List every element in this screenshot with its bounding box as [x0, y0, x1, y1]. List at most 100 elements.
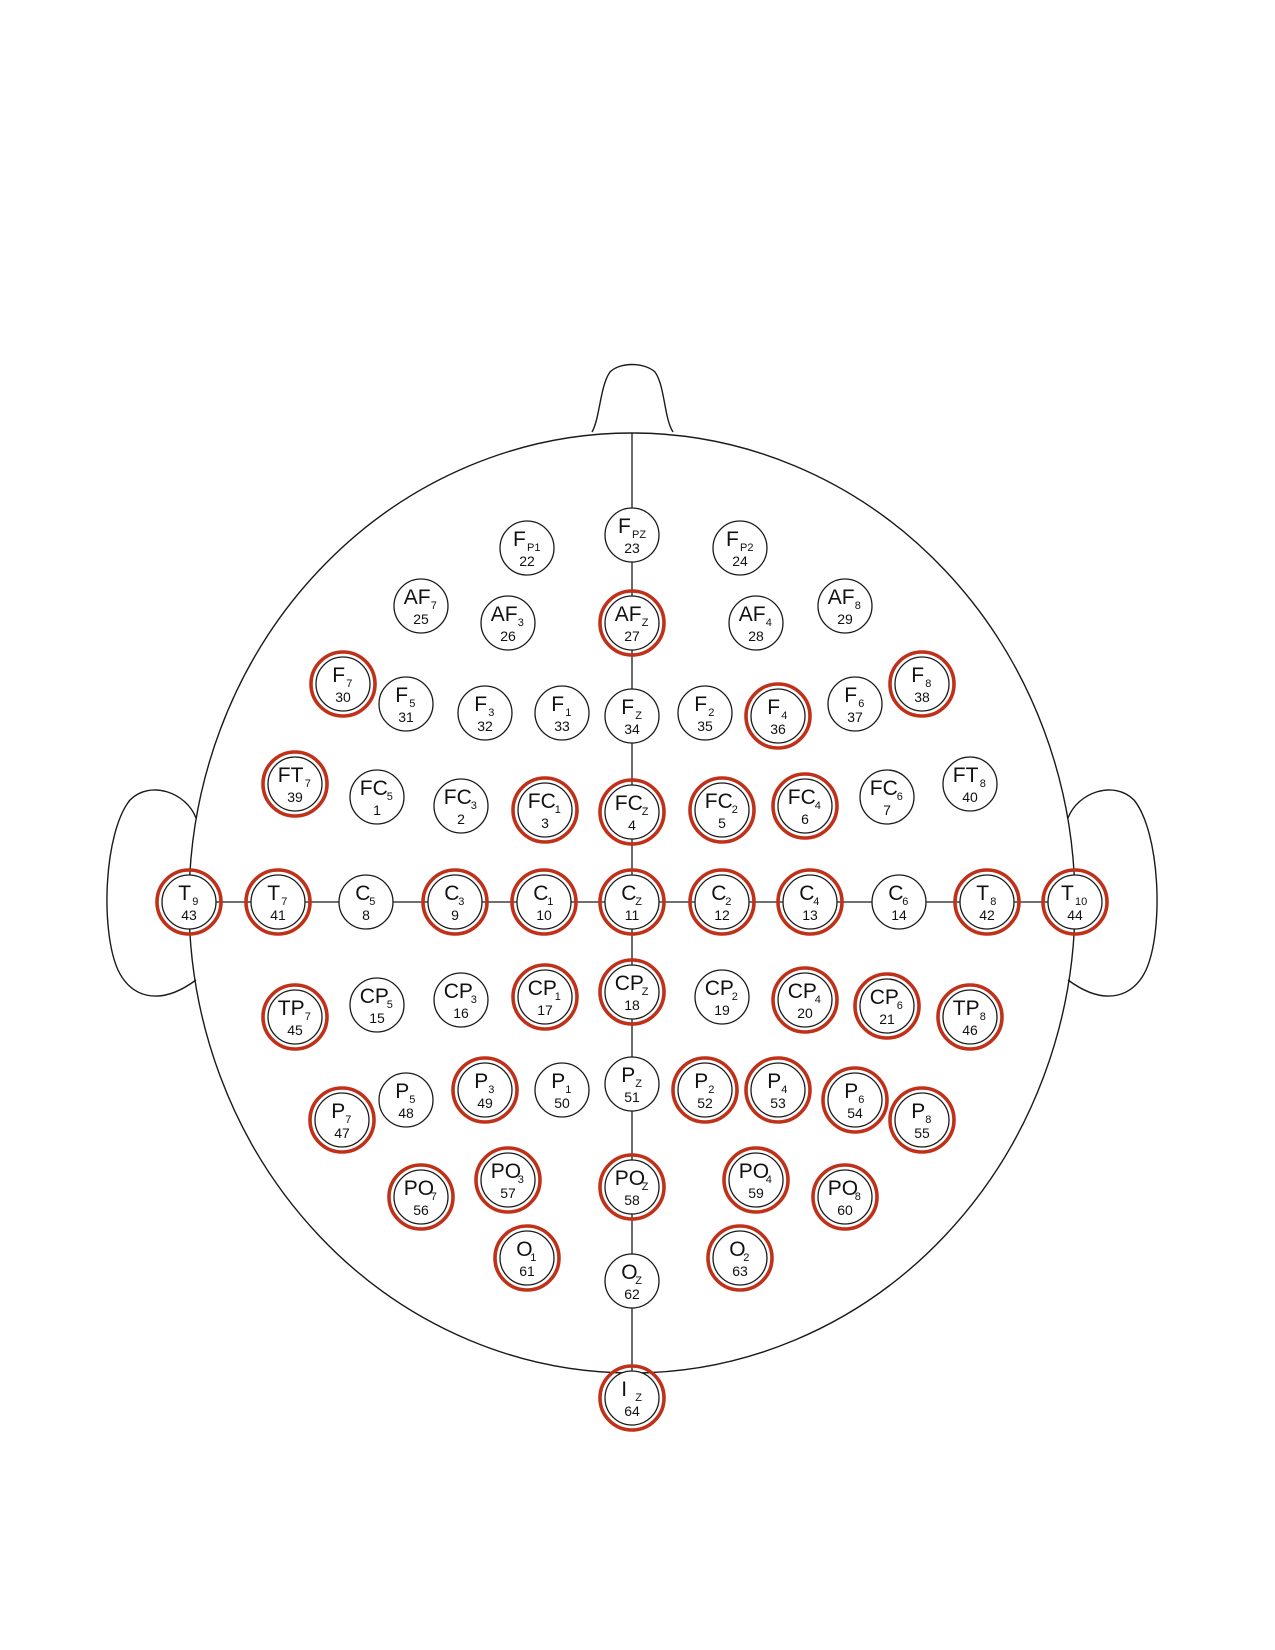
electrode-p3-label: P [474, 1070, 488, 1093]
electrode-p6-circle [827, 1072, 883, 1128]
electrode-cp5-label: CP [360, 985, 389, 1008]
electrode-fc5-number: 1 [373, 802, 381, 818]
electrode-ft7-subscript: 7 [305, 778, 311, 790]
electrode-cp1-label: CP [528, 977, 557, 1000]
electrode-c3-circle [427, 874, 483, 930]
electrode-c2-number: 12 [714, 907, 730, 923]
electrode-ft8-subscript: 8 [980, 778, 986, 790]
electrode-c3: C39 [421, 868, 489, 936]
electrode-c6-number: 14 [891, 907, 907, 923]
electrode-p3-subscript: 3 [488, 1084, 494, 1096]
electrode-tp7-label: TP [278, 997, 305, 1020]
electrode-fc2-number: 5 [718, 815, 726, 831]
electrode-poz-highlight-ring [598, 1153, 666, 1221]
nose-outline [591, 363, 674, 433]
electrode-fc6-circle [859, 769, 915, 825]
electrode-ft7-highlight-ring [261, 750, 329, 818]
electrode-cp3-subscript: 3 [471, 994, 477, 1006]
electrode-p5-circle [378, 1072, 434, 1128]
electrode-fc5-subscript: 5 [387, 791, 393, 803]
electrode-c2-highlight-ring [688, 868, 756, 936]
electrode-fc2-label: FC [705, 790, 733, 813]
electrode-fz-label: F [621, 696, 634, 719]
electrode-af3-label: AF [491, 603, 518, 626]
electrode-po4-circle [728, 1152, 784, 1208]
electrode-cp4-circle [777, 972, 833, 1028]
electrode-cp1-subscript: 1 [555, 991, 561, 1003]
electrode-po7-label: PO [404, 1177, 434, 1200]
electrode-fp2-circle [712, 520, 768, 576]
electrode-t10-circle [1047, 874, 1103, 930]
electrode-cp6-highlight-ring [853, 972, 921, 1040]
electrode-fpz-circle [604, 507, 660, 563]
electrode-f3-number: 32 [477, 718, 493, 734]
electrode-tp8-highlight-ring [936, 983, 1004, 1051]
electrode-p8-subscript: 8 [925, 1114, 931, 1126]
electrode-cp5-number: 15 [369, 1010, 385, 1026]
electrode-ft8-label: FT [953, 764, 979, 787]
electrode-f8-circle [894, 656, 950, 712]
electrode-afz-highlight-ring [598, 589, 666, 657]
electrode-p5-subscript: 5 [409, 1094, 415, 1106]
electrode-af4-number: 28 [748, 628, 764, 644]
electrode-cp2-number: 19 [714, 1002, 730, 1018]
electrode-p6-number: 54 [847, 1105, 863, 1121]
electrode-o1-circle [499, 1230, 555, 1286]
electrode-fc3-subscript: 3 [471, 800, 477, 812]
electrode-fc3-circle [433, 778, 489, 834]
electrode-f3-subscript: 3 [488, 707, 494, 719]
electrode-af8-subscript: 8 [855, 600, 861, 612]
electrode-f8-label: F [911, 664, 924, 687]
electrode-fc3-number: 2 [457, 811, 465, 827]
electrode-t7-subscript: 7 [281, 896, 287, 908]
electrode-po4-subscript: 4 [766, 1174, 772, 1186]
electrode-f2-subscript: 2 [708, 707, 714, 719]
electrode-p2-highlight-ring [671, 1056, 739, 1124]
electrode-cp4-highlight-ring [771, 966, 839, 1034]
electrode-cpz-number: 18 [624, 997, 640, 1013]
electrode-ft7-label: FT [278, 764, 304, 787]
electrode-cpz-circle [604, 964, 660, 1020]
electrode-po3-subscript: 3 [518, 1174, 524, 1186]
electrode-cp4-subscript: 4 [815, 994, 821, 1006]
electrode-p1-circle [534, 1062, 590, 1118]
electrode-po8-circle [817, 1169, 873, 1225]
electrode-po7-number: 56 [413, 1202, 429, 1218]
electrode-f7-subscript: 7 [346, 678, 352, 690]
electrode-c5-circle [338, 874, 394, 930]
electrode-o1-number: 61 [519, 1263, 535, 1279]
electrode-f5-circle [378, 676, 434, 732]
electrode-af7-subscript: 7 [431, 600, 437, 612]
electrode-fc1-highlight-ring [511, 776, 579, 844]
electrode-po8-highlight-ring [811, 1163, 879, 1231]
electrode-fc4-highlight-ring [771, 772, 839, 840]
electrode-c2-circle [694, 874, 750, 930]
electrode-po3-label: PO [491, 1160, 521, 1183]
electrode-p8-circle [894, 1092, 950, 1148]
electrode-f2-number: 35 [697, 718, 713, 734]
electrode-f4-subscript: 4 [781, 710, 787, 722]
electrode-c4-label: C [799, 882, 814, 905]
electrode-p6-subscript: 6 [858, 1094, 864, 1106]
